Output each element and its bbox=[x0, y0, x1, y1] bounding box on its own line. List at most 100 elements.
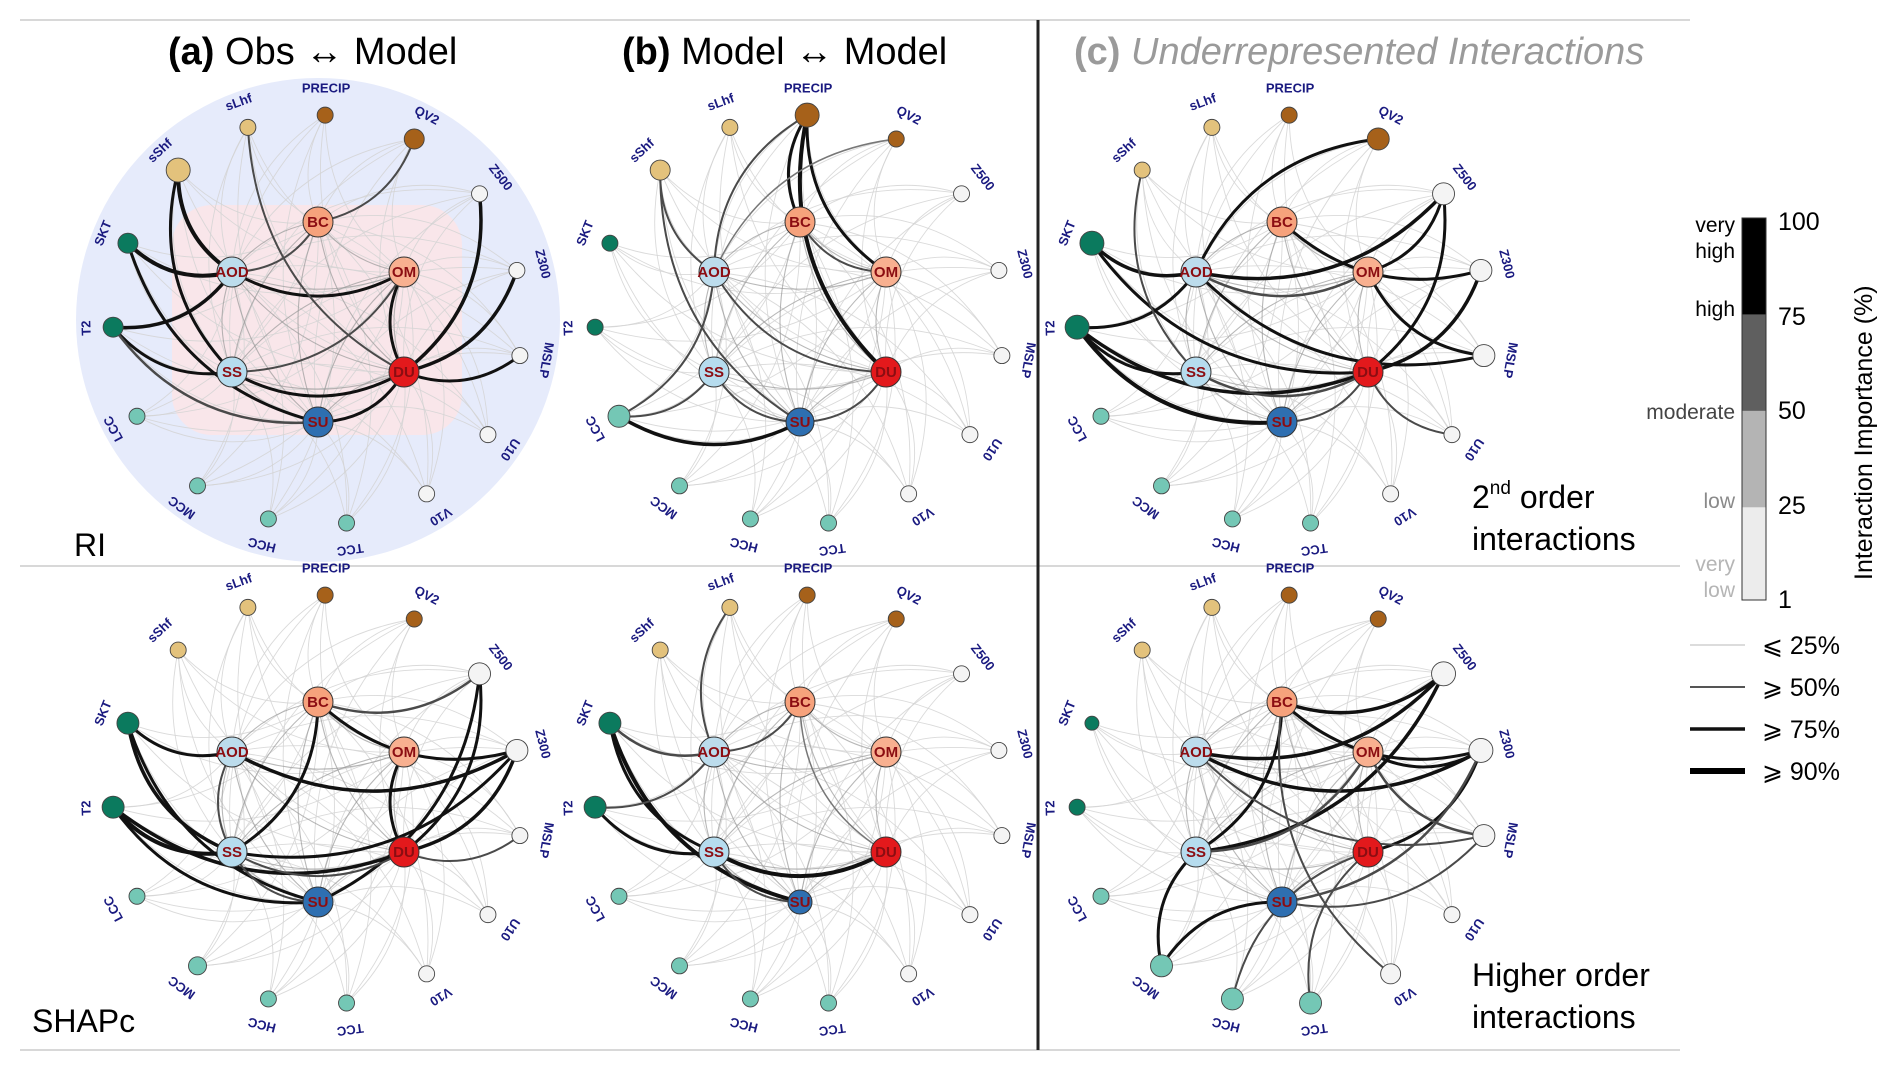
node-label-om: OM bbox=[874, 264, 898, 281]
edge-lcc-su bbox=[617, 414, 802, 447]
panel-a-shap-edges bbox=[111, 594, 521, 1004]
node-label-du: DU bbox=[393, 364, 415, 381]
edge-faint bbox=[1141, 650, 1283, 903]
edge-faint bbox=[317, 701, 489, 915]
edge-faint bbox=[177, 649, 319, 704]
node-qv2 bbox=[887, 130, 905, 148]
node-u10 bbox=[479, 426, 497, 444]
node-su bbox=[785, 407, 815, 437]
edge-faint bbox=[231, 271, 489, 435]
edge-faint bbox=[659, 169, 887, 373]
edge-faint bbox=[1091, 723, 1283, 903]
edge-faint bbox=[1077, 751, 1197, 808]
edge-faint bbox=[317, 221, 372, 524]
edge-faint bbox=[317, 901, 427, 975]
title-c: (c) Underrepresented Interactions bbox=[1074, 31, 1644, 73]
node-label-t2: T2 bbox=[1042, 320, 1058, 336]
node-bc bbox=[1266, 686, 1298, 718]
edge-bc-qv2 bbox=[317, 138, 416, 223]
edge-faint bbox=[885, 271, 971, 435]
node-bc bbox=[1266, 206, 1298, 238]
node-precip bbox=[316, 106, 334, 124]
edge-faint bbox=[885, 851, 916, 974]
node-bc bbox=[302, 686, 334, 718]
edge-faint bbox=[282, 594, 326, 903]
node-tcc bbox=[820, 994, 837, 1012]
node-label-bc: BC bbox=[307, 214, 329, 231]
node-label-z500: Z500 bbox=[1450, 161, 1480, 194]
edge-faint bbox=[690, 607, 731, 853]
edge-faint bbox=[231, 193, 480, 373]
edge-faint bbox=[197, 421, 319, 487]
edge-faint bbox=[1136, 170, 1197, 373]
edge-faint bbox=[885, 193, 962, 373]
edge-aerosol bbox=[1195, 751, 1369, 770]
node-lcc bbox=[607, 404, 631, 428]
edge-faint bbox=[231, 751, 348, 1004]
node-label-tcc: TCC bbox=[335, 1021, 364, 1040]
edge-sshf-ss bbox=[1133, 169, 1197, 373]
edge-su-mcc bbox=[1160, 900, 1284, 968]
edge-aerosol bbox=[713, 851, 887, 870]
edge-faint bbox=[885, 271, 1003, 356]
node-label-hcc: HCC bbox=[246, 534, 278, 556]
node-label-slhf: sLhf bbox=[1187, 90, 1219, 114]
node-label-mslp: MSLP bbox=[536, 821, 557, 859]
edge-faint bbox=[136, 895, 319, 923]
node-mslp bbox=[993, 827, 1011, 845]
edge-aerosol bbox=[713, 271, 887, 290]
node-label-v10: V10 bbox=[1391, 504, 1419, 529]
edge-aerosol bbox=[231, 271, 405, 373]
edge-faint bbox=[136, 271, 405, 417]
edge-faint bbox=[317, 184, 480, 223]
node-lcc bbox=[610, 887, 628, 905]
edge-faint bbox=[795, 138, 897, 423]
edge-faint bbox=[750, 901, 801, 1000]
edge-faint bbox=[231, 618, 415, 753]
edge-faint bbox=[659, 650, 801, 903]
node-t2 bbox=[102, 316, 124, 338]
edge-aerosol bbox=[297, 221, 319, 423]
node-ss bbox=[216, 836, 248, 868]
node-label-qv2: QV2 bbox=[1376, 102, 1406, 127]
node-mcc bbox=[1150, 954, 1173, 978]
line-legend-label-1: ⩾ 50% bbox=[1762, 674, 1840, 702]
edge-faint bbox=[1091, 243, 1283, 423]
edge-du-z300 bbox=[402, 268, 519, 374]
node-label-skt: SKT bbox=[1055, 218, 1079, 248]
node-ss bbox=[216, 356, 248, 388]
level-very-high-1: very bbox=[1695, 214, 1735, 237]
edge-faint bbox=[1195, 751, 1249, 1000]
edge-faint bbox=[231, 271, 348, 524]
node-du bbox=[1352, 836, 1384, 868]
edge-faint bbox=[172, 650, 233, 853]
edge-aerosol bbox=[231, 271, 319, 423]
edge-faint bbox=[885, 751, 971, 915]
edge-faint bbox=[713, 193, 962, 373]
edge-faint bbox=[231, 806, 521, 853]
edge-ss-du bbox=[712, 850, 888, 879]
node-su bbox=[302, 406, 334, 438]
edge-faint bbox=[231, 371, 274, 519]
edge-faint bbox=[403, 673, 480, 753]
edge-faint bbox=[197, 901, 319, 967]
edge-aerosol bbox=[1281, 221, 1369, 373]
node-u10 bbox=[1443, 906, 1461, 924]
edge-faint bbox=[885, 751, 1003, 836]
node-label-t2: T2 bbox=[560, 800, 576, 816]
edge-faint bbox=[679, 751, 887, 967]
node-label-precip: PRECIP bbox=[1266, 561, 1315, 576]
edge-faint bbox=[750, 751, 887, 1000]
edge-faint bbox=[1281, 695, 1482, 751]
edge-faint bbox=[828, 371, 888, 524]
node-label-slhf: sLhf bbox=[223, 570, 255, 594]
note-higher-order-line2: interactions bbox=[1472, 999, 1636, 1035]
node-label-hcc: HCC bbox=[728, 1014, 760, 1036]
node-hcc bbox=[1220, 987, 1244, 1011]
node-lcc bbox=[1092, 887, 1110, 905]
edge-faint bbox=[885, 673, 962, 753]
edge-faint bbox=[679, 271, 887, 487]
node-ss bbox=[1180, 836, 1212, 868]
edge-faint bbox=[1195, 851, 1238, 999]
node-label-hcc: HCC bbox=[1210, 1014, 1242, 1036]
